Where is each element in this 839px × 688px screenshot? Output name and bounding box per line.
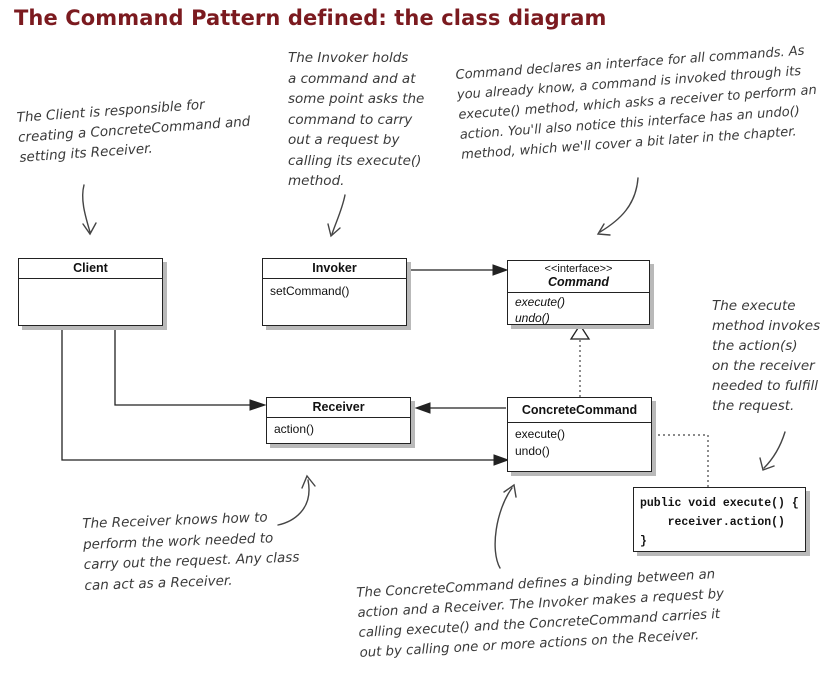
invoker-class: Invoker setCommand() xyxy=(262,258,407,326)
invoker-class-name: Invoker xyxy=(263,259,406,279)
execute-note-arrow xyxy=(763,431,786,469)
diagram-title: The Command Pattern defined: the class d… xyxy=(14,6,607,30)
execute-annotation: The execute method invokes the action(s)… xyxy=(712,298,821,414)
client-class-name: Client xyxy=(19,259,162,279)
client-class: Client xyxy=(18,258,163,326)
concretecommand-class: ConcreteCommand execute() undo() xyxy=(507,397,652,472)
concretecommand-execute-method: execute() xyxy=(515,427,566,441)
arrowhead-receiver xyxy=(249,399,267,411)
execute-to-code-line xyxy=(563,434,709,487)
code-line-1: public void execute() { xyxy=(640,497,799,510)
command-interface: <<interface>> Command execute() undo() xyxy=(507,260,650,325)
concretecommand-class-name: ConcreteCommand xyxy=(508,398,651,423)
command-note-arrow xyxy=(599,177,639,233)
concrete-note-arrow xyxy=(494,487,513,569)
command-interface-name: Command xyxy=(547,275,610,289)
receiver-class: Receiver action() xyxy=(266,397,411,444)
invoker-note-arrow xyxy=(331,194,346,235)
invoker-setcommand-method: setCommand() xyxy=(270,284,350,298)
command-execute-method: execute() xyxy=(515,295,566,309)
client-concretecommand-association xyxy=(61,326,506,461)
arrowhead-command xyxy=(492,264,509,276)
command-undo-method: undo() xyxy=(515,311,550,325)
receiver-class-name: Receiver xyxy=(267,398,410,418)
invoker-annotation: The Invoker holds a command and at some … xyxy=(288,50,425,189)
execute-code-snippet: public void execute() { receiver.action(… xyxy=(633,487,806,552)
realization-triangle xyxy=(569,323,591,340)
client-receiver-association xyxy=(114,326,262,406)
arrowhead-receiver-2 xyxy=(414,402,431,414)
code-line-3: } xyxy=(640,535,647,548)
client-note-arrow xyxy=(81,184,91,233)
command-stereotype: <<interface>> xyxy=(544,263,613,275)
receiver-note-arrow xyxy=(277,479,310,526)
receiver-action-method: action() xyxy=(274,422,315,436)
arrowhead-concrete xyxy=(493,454,510,466)
concretecommand-undo-method: undo() xyxy=(515,444,550,458)
code-line-2: receiver.action() xyxy=(640,516,785,529)
